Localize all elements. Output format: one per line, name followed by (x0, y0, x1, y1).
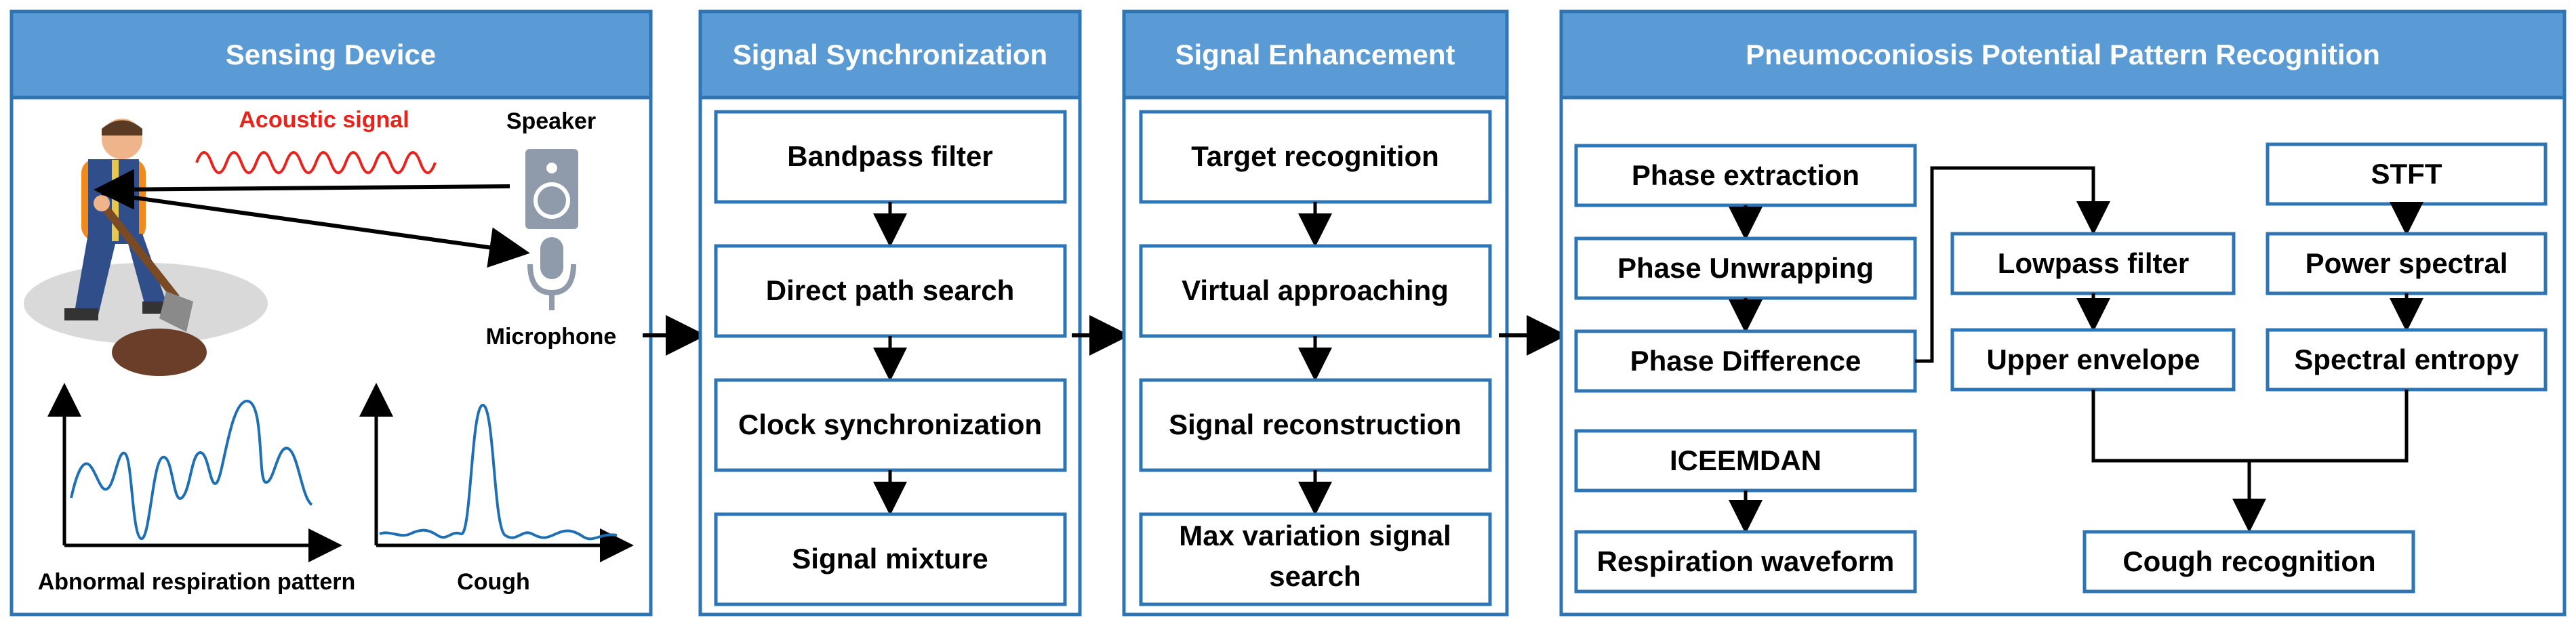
virtual-approaching-text: Virtual approaching (1182, 274, 1449, 306)
box-max-variation-signal-search (1139, 512, 1492, 606)
upper-envelope-text: Upper envelope (1986, 343, 2200, 375)
respiration-waveform-line (70, 400, 313, 541)
box-bandpass-filter (714, 110, 1067, 204)
box-signal-reconstruction (1139, 378, 1492, 472)
signal-mixture-text: Signal mixture (792, 543, 988, 575)
panel-title-sync: Signal Synchronization (733, 39, 1047, 70)
panel-title-recog: Pneumoconiosis Potential Pattern Recogni… (1746, 39, 2380, 70)
stft-text: STFT (2371, 158, 2442, 190)
box-respiration-waveform (1574, 530, 1917, 593)
box-power-spectral (2266, 232, 2548, 295)
cough-label: Cough (457, 569, 530, 595)
microphone-icon (527, 237, 576, 310)
panel-signal-enhancement: Signal Enhancement Target recognition Vi… (1122, 9, 1509, 617)
cough-recognition-text: Cough recognition (2122, 545, 2375, 577)
box-cough-recognition (2082, 530, 2415, 593)
target-recognition-text: Target recognition (1191, 140, 1439, 172)
direct-path-search-text: Direct path search (766, 274, 1014, 306)
phase-extraction-text: Phase extraction (1632, 159, 1859, 191)
panel-sensing-device: Sensing Device Acoustic signal Speaker (9, 9, 653, 617)
lowpass-filter-text: Lowpass filter (1998, 247, 2189, 279)
respiration-plot (47, 383, 342, 562)
max-variation-line1: Max variation signal (1179, 520, 1451, 551)
phase-unwrapping-text: Phase Unwrapping (1617, 252, 1874, 284)
cough-waveform-line (379, 403, 618, 541)
acoustic-signal-wave (195, 151, 437, 174)
box-spectral-entropy (2266, 328, 2548, 392)
iceemdan-text: ICEEMDAN (1670, 444, 1822, 476)
bandpass-filter-text: Bandpass filter (787, 140, 992, 172)
acoustic-signal-label: Acoustic signal (239, 107, 409, 133)
box-signal-mixture (714, 512, 1067, 606)
panel-signal-synchronization: Signal Synchronization Bandpass filter D… (698, 9, 1082, 617)
clock-synchronization-text: Clock synchronization (738, 409, 1042, 440)
cough-plot (359, 383, 634, 562)
box-direct-path-search (714, 244, 1067, 338)
phase-to-lowpass-arrow (1915, 166, 2110, 363)
max-variation-line2: search (1269, 560, 1361, 592)
signal-reconstruction-text: Signal reconstruction (1169, 409, 1462, 440)
box-phase-difference (1574, 329, 1917, 393)
microphone-label: Microphone (486, 324, 617, 350)
box-lowpass-filter (1950, 232, 2236, 295)
box-phase-extraction (1574, 144, 1917, 207)
box-clock-synchronization (714, 378, 1067, 472)
power-spectral-text: Power spectral (2306, 247, 2508, 279)
speaker-to-worker-arrow (94, 169, 510, 210)
worker-to-microphone-arrow (101, 191, 530, 268)
spectral-entropy-text: Spectral entropy (2294, 343, 2519, 375)
abnormal-respiration-label: Abnormal respiration pattern (38, 569, 356, 595)
panel-title-sensing: Sensing Device (226, 39, 436, 70)
box-target-recognition (1139, 110, 1492, 204)
respiration-waveform-text: Respiration waveform (1597, 545, 1895, 577)
speaker-icon (525, 149, 578, 229)
speaker-label: Speaker (506, 108, 596, 134)
box-virtual-approaching (1139, 244, 1492, 338)
phase-difference-text: Phase Difference (1630, 345, 1861, 377)
panel-title-enhance: Signal Enhancement (1175, 39, 1455, 70)
panel-pattern-recognition: Pneumoconiosis Potential Pattern Recogni… (1559, 9, 2567, 617)
